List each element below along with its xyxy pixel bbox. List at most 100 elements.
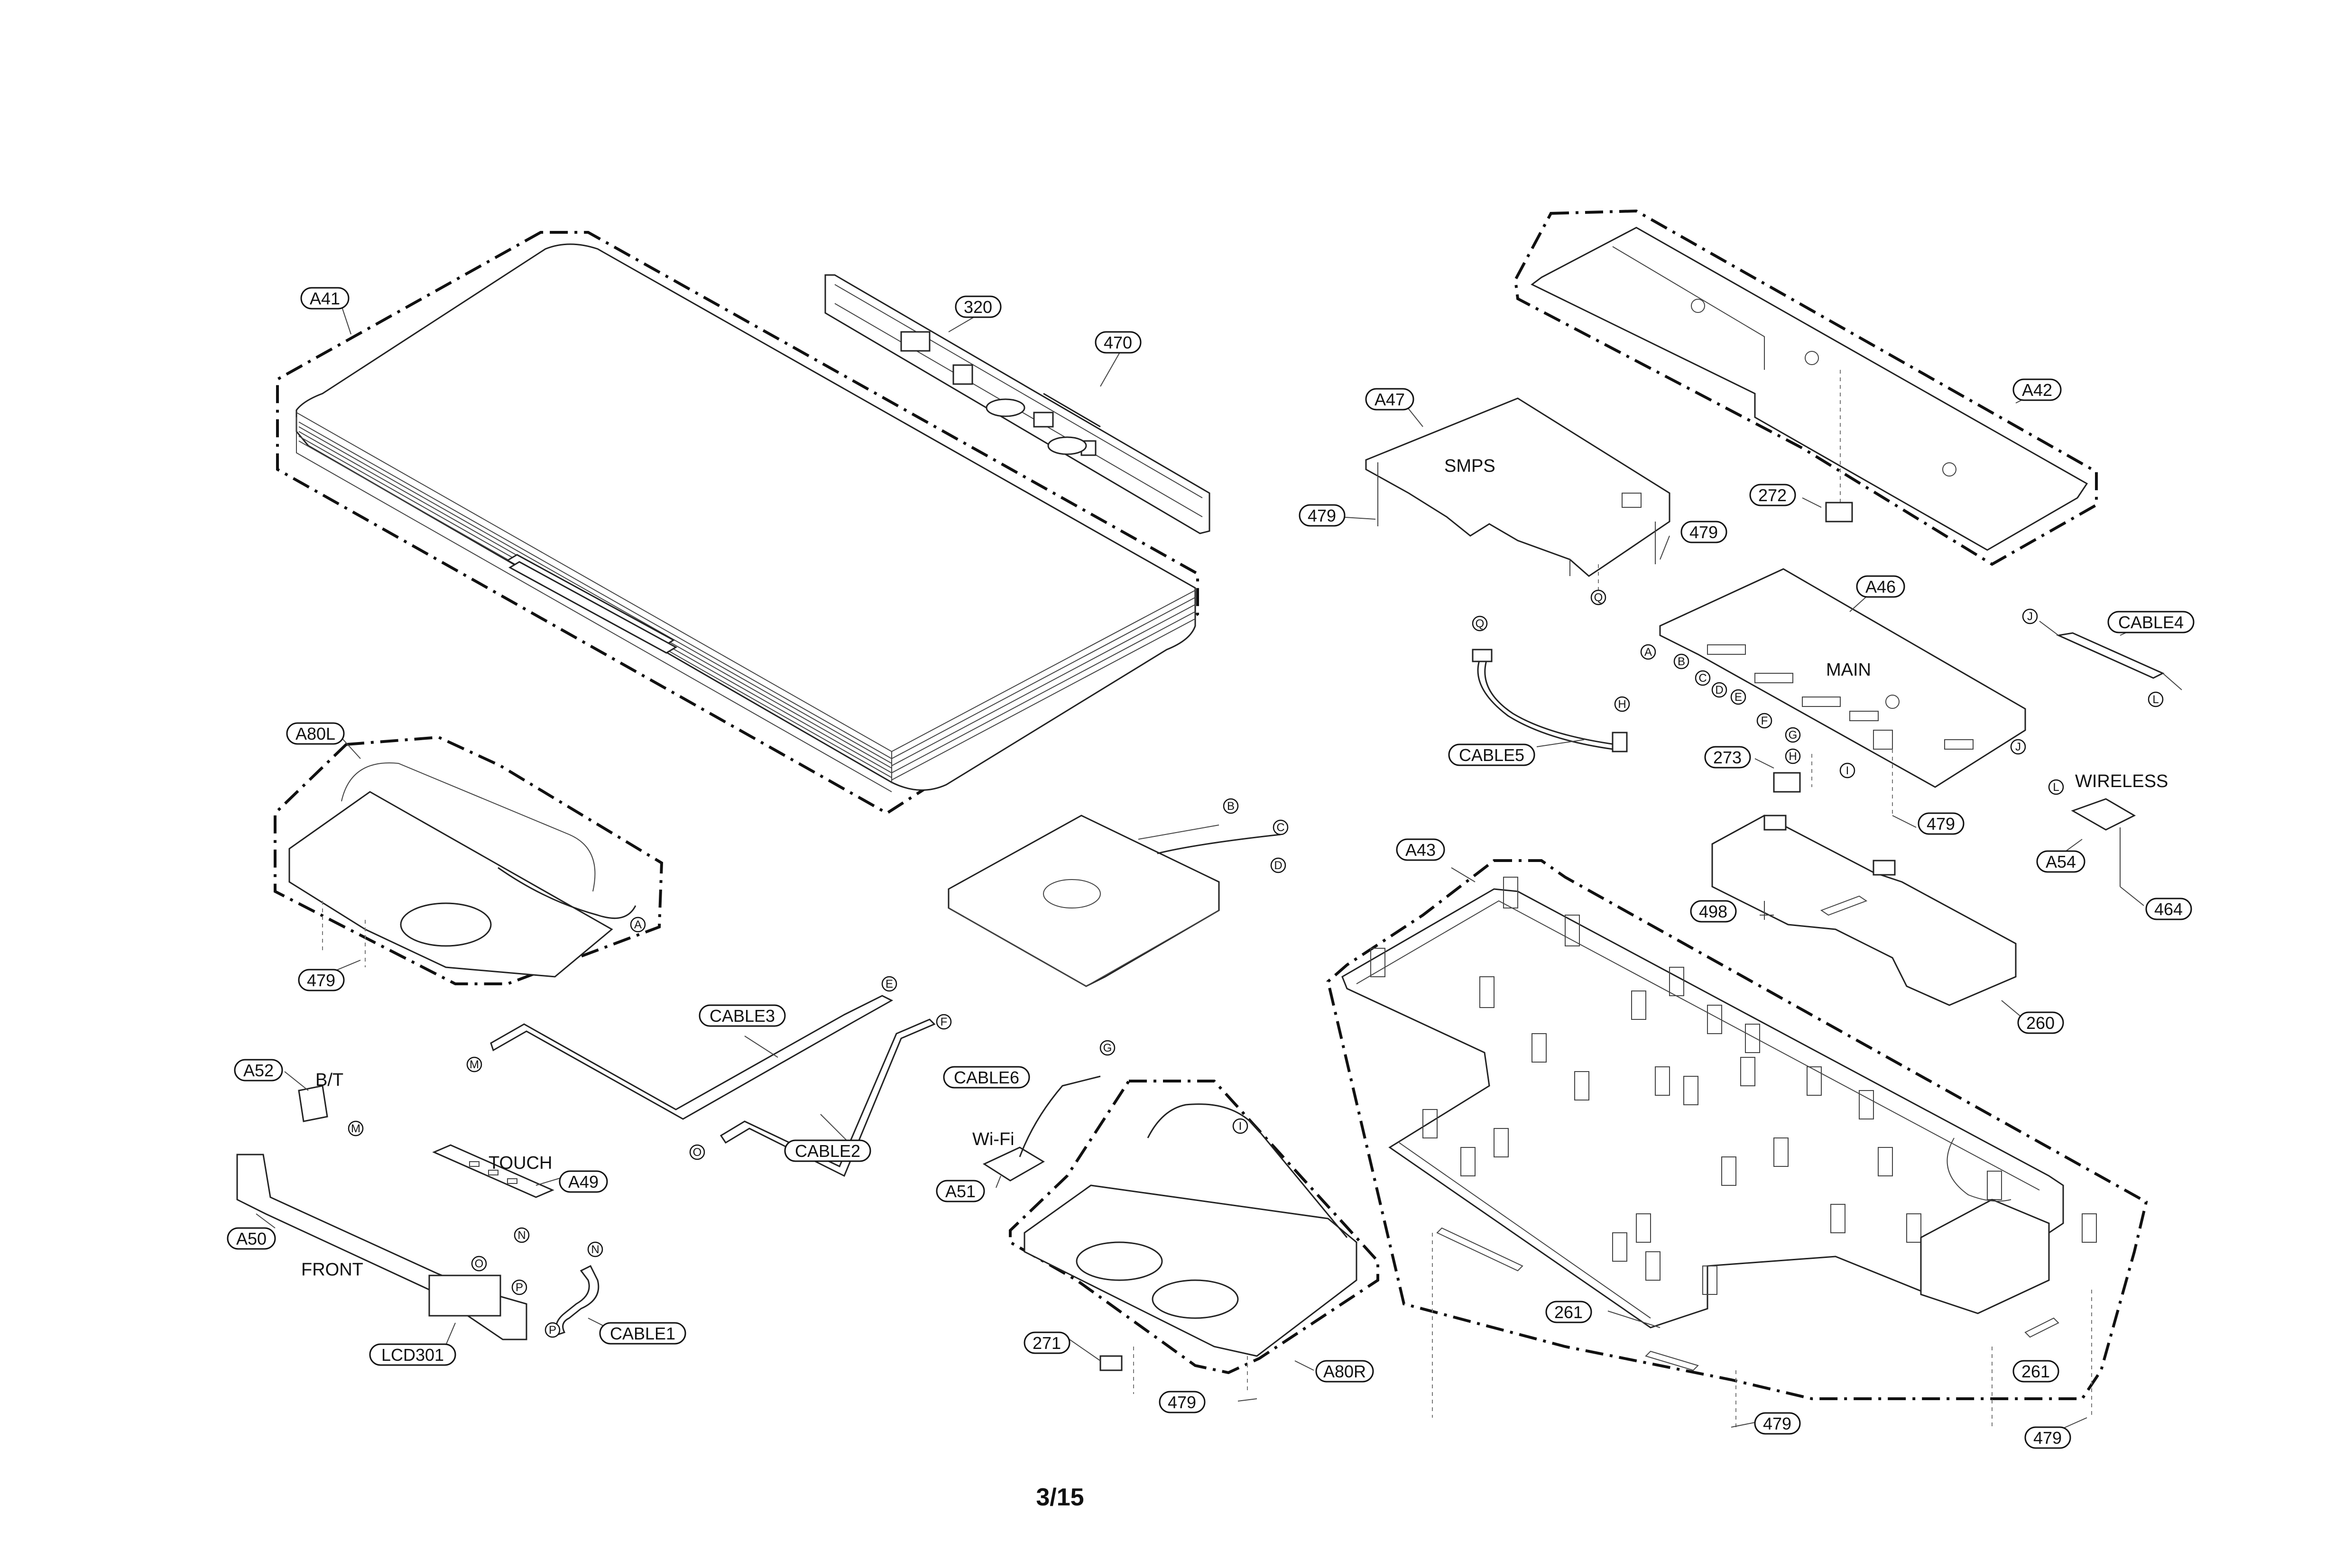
disc-drive-unit [948,815,1281,987]
callout-470: 470 [1095,331,1142,354]
callout-479-chassis-mid: 479 [1754,1412,1801,1435]
svg-text:D: D [1715,684,1723,697]
svg-text:320: 320 [964,297,992,317]
svg-text:261: 261 [1554,1302,1583,1322]
svg-text:I: I [1239,1120,1242,1133]
svg-text:479: 479 [2033,1428,2062,1448]
svg-text:D: D [1274,859,1282,872]
svg-text:F: F [941,1016,948,1028]
connector-q-cable5: Q [1472,615,1488,632]
svg-text:479: 479 [1927,814,1955,834]
callout-261-right: 261 [2012,1360,2059,1383]
svg-text:J: J [2015,741,2021,753]
svg-text:E: E [886,978,893,990]
right-speaker-group [1009,1080,1379,1394]
svg-text:A51: A51 [945,1182,976,1201]
svg-text:A49: A49 [568,1172,599,1192]
connector-o-cable2: O [689,1144,705,1160]
svg-text:273: 273 [1713,748,1742,767]
callout-a80r: A80R [1315,1360,1374,1383]
label-bt: B/T [315,1070,343,1090]
callout-a41: A41 [300,287,350,310]
connector-c-cd: C [1273,819,1289,835]
connector-p-front: P [511,1279,527,1295]
callout-a47: A47 [1365,388,1414,411]
svg-text:479: 479 [1308,506,1336,525]
callout-260: 260 [2017,1011,2064,1034]
cable4-ribbon [2039,621,2182,690]
connector-m-bt: M [348,1120,364,1137]
svg-text:271: 271 [1033,1333,1061,1353]
bottom-chassis-group [1326,859,2148,1427]
connector-m-cable3: M [466,1056,482,1073]
callout-273: 273 [1704,746,1751,769]
callout-479-smps-right: 479 [1680,521,1727,543]
svg-text:A80R: A80R [1323,1362,1366,1381]
svg-text:I: I [1846,764,1849,777]
callout-498: 498 [1690,900,1737,923]
svg-text:479: 479 [1763,1414,1791,1433]
callout-cable5: CABLE5 [1448,743,1535,766]
connector-f-cable2: F [936,1014,952,1030]
connector-q-smps: Q [1590,589,1606,605]
connector-g-main: G [1785,727,1801,743]
svg-text:A42: A42 [2022,380,2052,400]
svg-text:CABLE6: CABLE6 [954,1068,1019,1087]
svg-text:261: 261 [2021,1362,2050,1381]
smps-board [1365,397,1670,590]
svg-text:A46: A46 [1865,577,1896,596]
connector-i-speaker: I [1232,1118,1248,1134]
board-labels: SMPS MAIN WIRELESS B/T TOUCH Wi-Fi FRONT [301,456,2168,1280]
callout-cable6: CABLE6 [943,1066,1030,1089]
label-main: MAIN [1826,660,1871,680]
svg-text:G: G [1103,1042,1112,1055]
wifi-module [982,1075,1101,1182]
connector-g-cable6: G [1099,1040,1116,1056]
svg-text:Q: Q [1476,617,1485,630]
bt-module [298,1085,328,1122]
top-cover-group [276,231,1199,815]
svg-text:Q: Q [1594,591,1603,604]
label-smps: SMPS [1444,456,1495,476]
svg-text:O: O [693,1146,702,1159]
wireless-module [2071,798,2136,887]
cable3-ribbon [490,995,894,1120]
svg-text:A47: A47 [1375,390,1405,409]
svg-text:A43: A43 [1405,840,1436,860]
svg-text:P: P [516,1281,523,1294]
connector-n-touch: N [514,1227,530,1243]
svg-text:CABLE1: CABLE1 [610,1324,675,1343]
callout-cable2: CABLE2 [784,1139,871,1162]
svg-text:N: N [517,1229,526,1242]
callout-320: 320 [955,295,1002,318]
callout-cable1: CABLE1 [599,1322,686,1345]
left-speaker-group [274,735,664,985]
bracket-260 [1711,815,2017,1006]
svg-text:A: A [1644,646,1652,659]
callout-272: 272 [1749,484,1796,506]
callout-479-speaker-right: 479 [1159,1391,1206,1413]
svg-text:H: H [1789,750,1797,763]
svg-text:O: O [475,1257,484,1270]
connector-a-main: A [1640,644,1656,660]
svg-text:J: J [2027,610,2033,623]
callout-a54: A54 [2036,850,2085,873]
callout-464: 464 [2145,898,2192,920]
callout-479-speaker-left: 479 [298,969,345,991]
connector-d-cd: D [1270,857,1286,873]
callout-a42: A42 [2012,378,2062,401]
connector-l-wireless: L [2048,779,2064,795]
svg-text:CABLE4: CABLE4 [2118,613,2184,632]
part-callouts: A41 320 470 A47 479 479 A42 272 A46 CABL… [227,287,2195,1449]
callout-cable3: CABLE3 [699,1004,786,1027]
svg-text:G: G [1789,729,1798,742]
svg-text:A41: A41 [310,289,340,308]
callout-479-main: 479 [1918,812,1965,835]
svg-text:479: 479 [1168,1393,1196,1412]
page-number: 3/15 [1036,1484,1084,1511]
svg-text:CABLE5: CABLE5 [1459,745,1524,765]
connector-b-cd: B [1223,798,1239,814]
connector-e-main: E [1730,689,1746,705]
svg-text:470: 470 [1104,333,1132,352]
svg-text:A: A [634,918,642,931]
